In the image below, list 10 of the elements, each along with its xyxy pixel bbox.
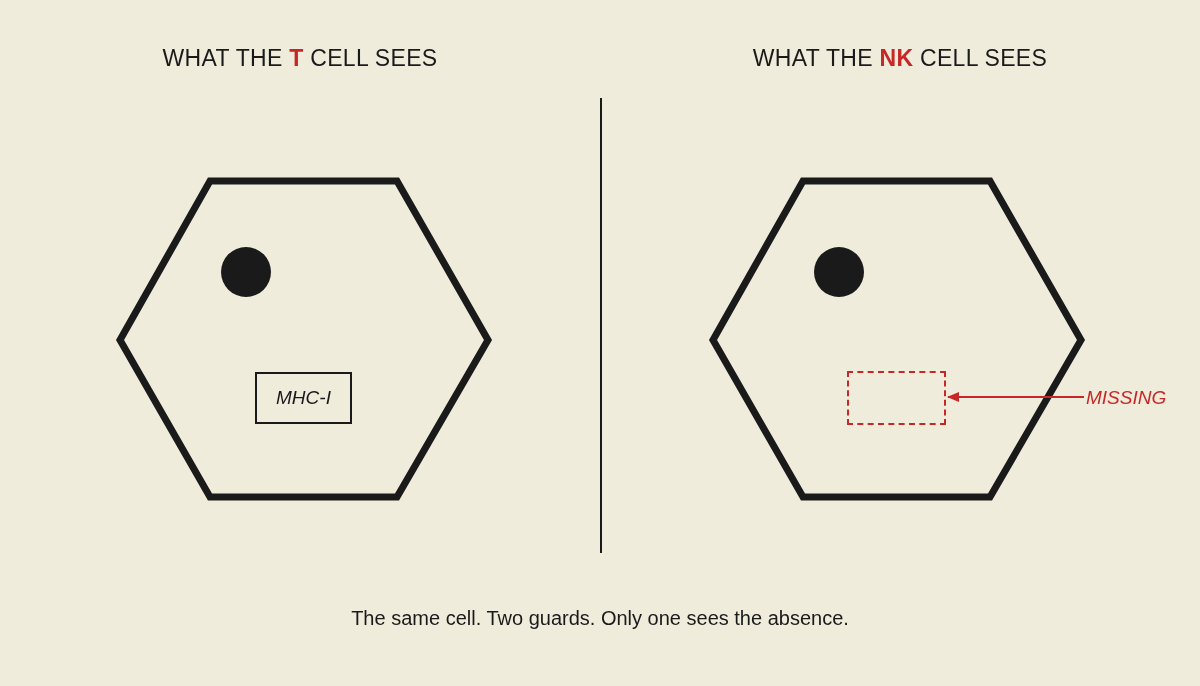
panel-heading: WHAT THE NK CELL SEES [752,45,1048,72]
caption: The same cell. Two guards. Only one sees the absence. [351,607,849,630]
receptor-box [255,372,352,424]
panel-heading: WHAT THE T CELL SEES [162,45,438,72]
annotation-text: MISSING [1086,385,1186,411]
arrow [946,391,1085,403]
receptor-label: MHC-I [276,387,331,409]
cell-hexagon [116,177,492,501]
cell-hexagon [709,177,1085,501]
missing-receptor-box [847,371,946,425]
